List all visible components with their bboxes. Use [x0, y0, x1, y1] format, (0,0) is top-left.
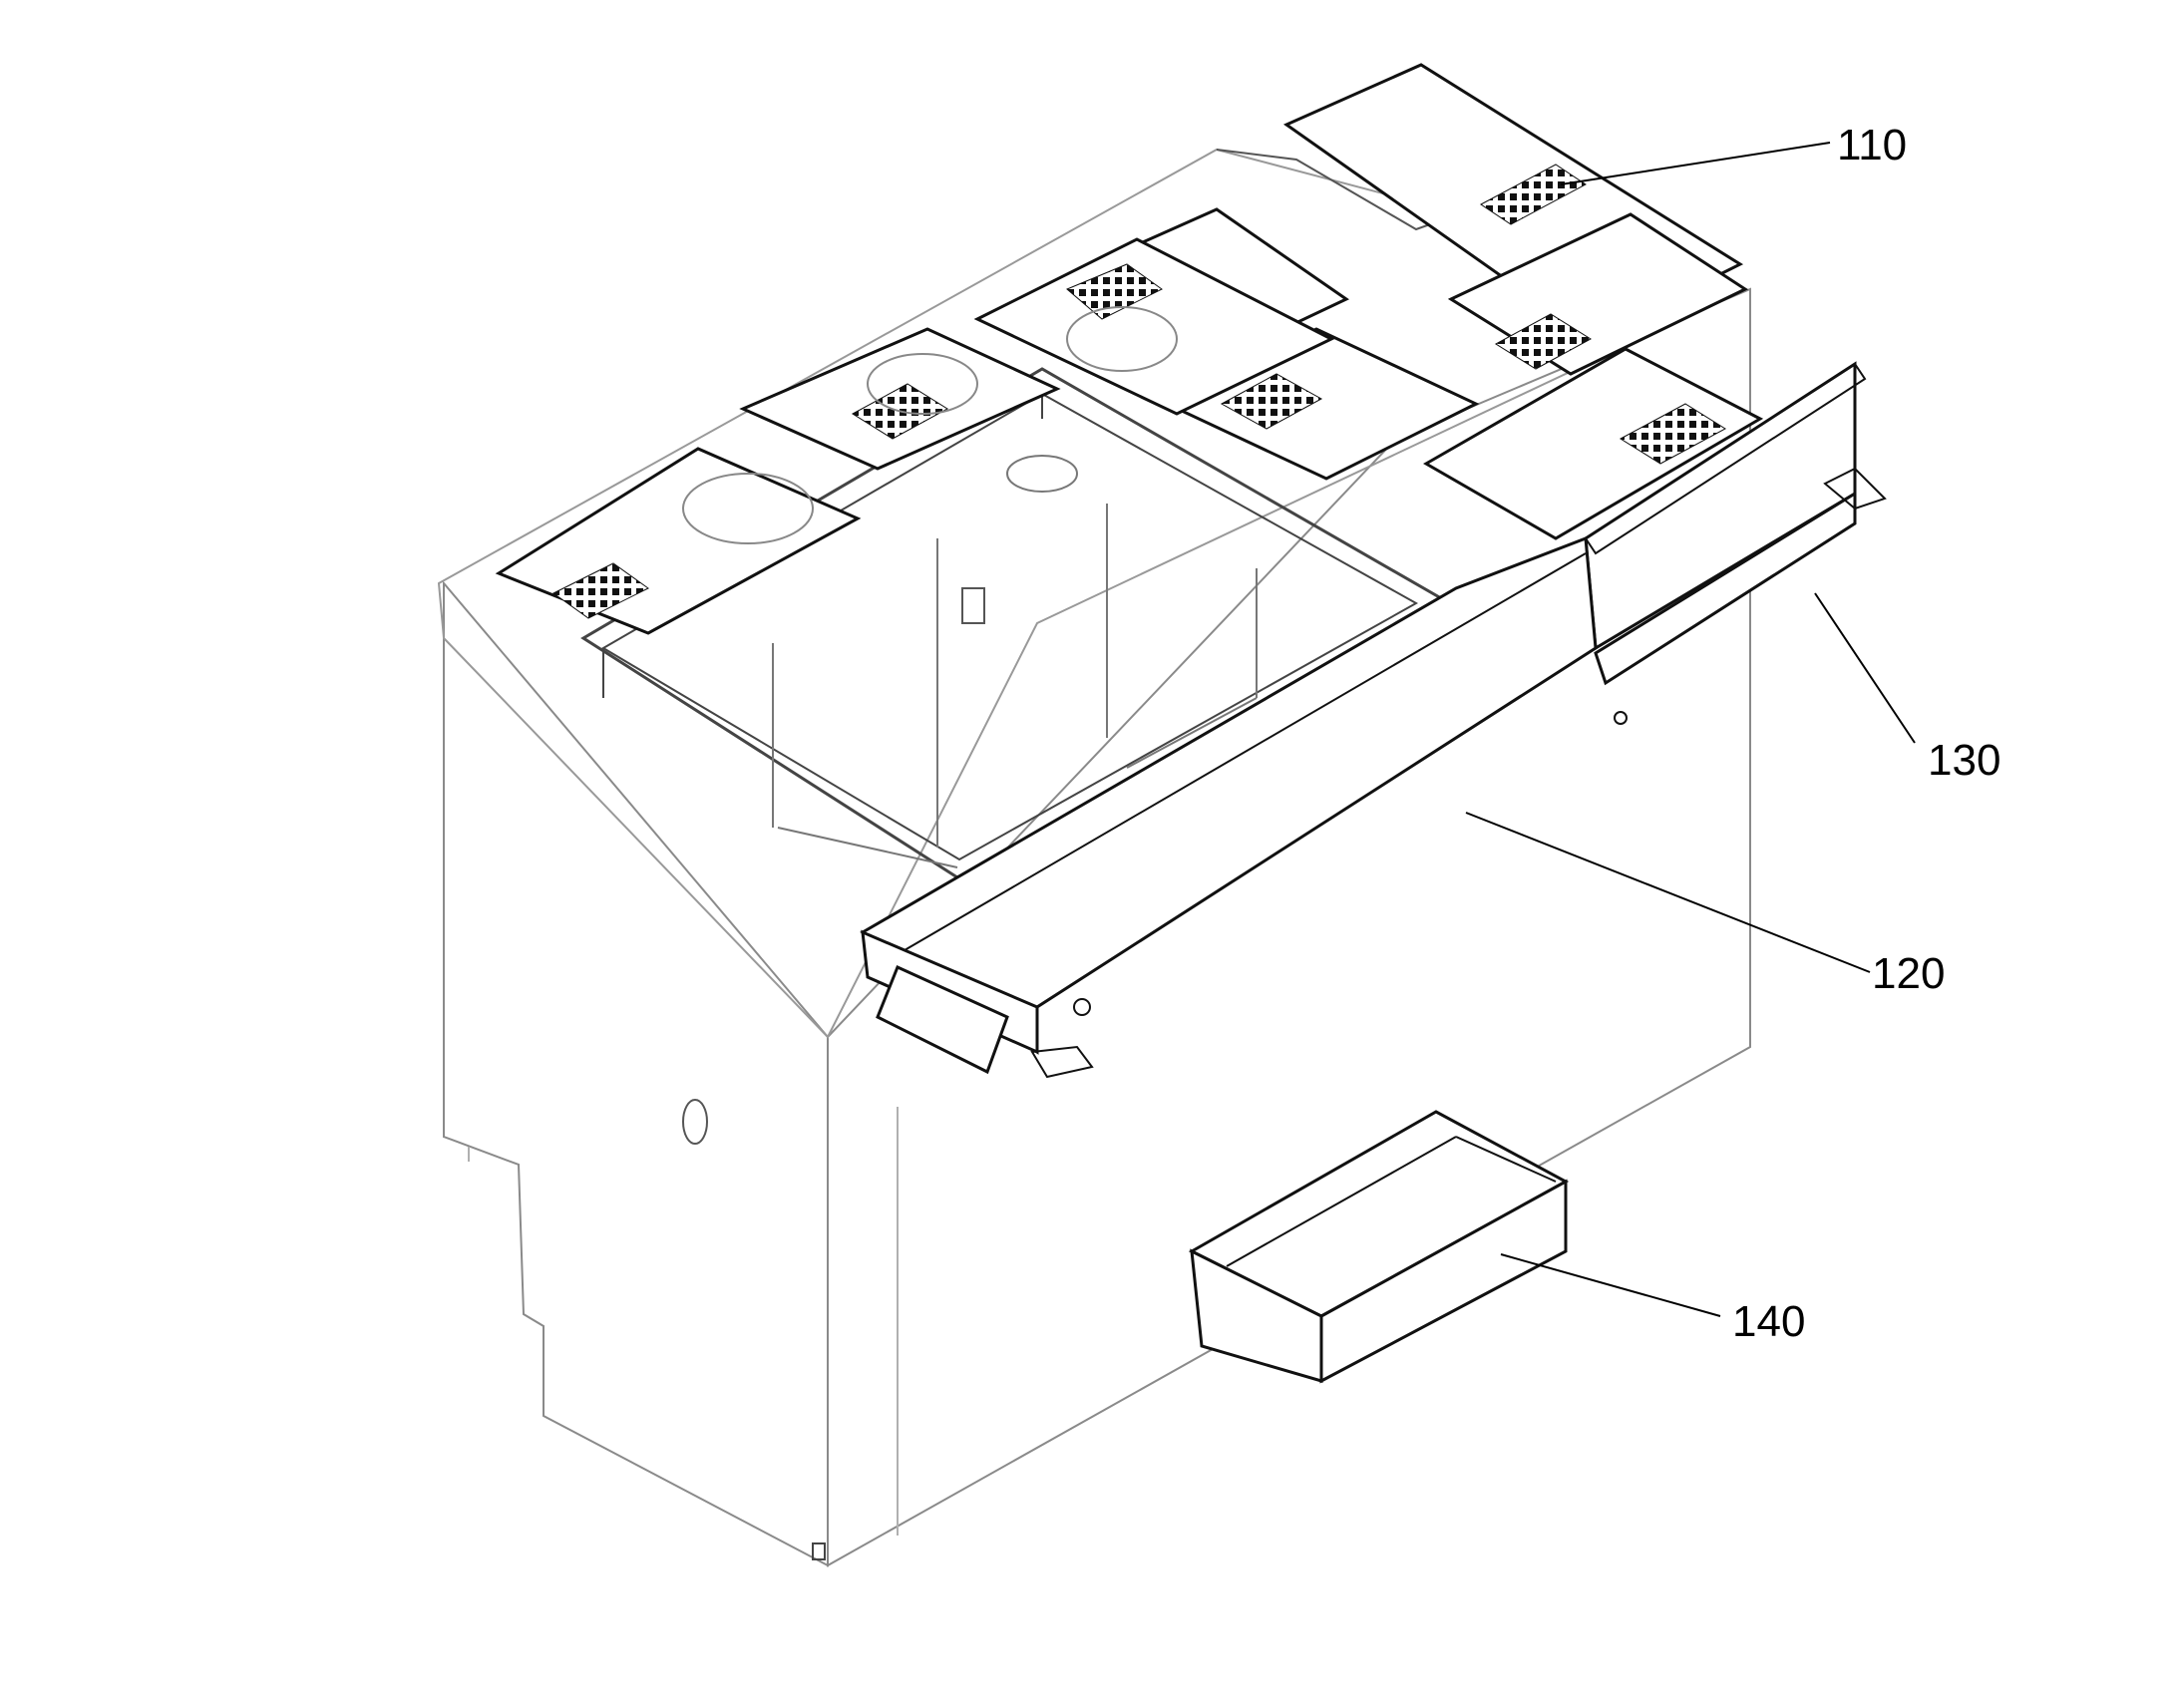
- panel-left-1: [973, 237, 1335, 416]
- round-covers: [682, 306, 1178, 544]
- front-trough-120: [860, 535, 1598, 1079]
- rear-trough-130: [1584, 361, 1887, 725]
- panel-left-3: [495, 447, 862, 635]
- access-port: [682, 1099, 708, 1145]
- panel-right-low: [1422, 347, 1764, 540]
- callout-130: 130: [1928, 736, 2001, 785]
- lower-tray-140: [1188, 1110, 1570, 1384]
- callout-110: 110: [1837, 121, 1908, 170]
- leader-110: [1560, 142, 1831, 185]
- leader-lines: [1465, 142, 1916, 1317]
- leader-140: [1500, 1253, 1721, 1317]
- leader-120: [1465, 812, 1871, 973]
- callout-120: 120: [1872, 949, 1946, 998]
- leader-130: [1814, 592, 1916, 744]
- callout-140: 140: [1732, 1297, 1806, 1346]
